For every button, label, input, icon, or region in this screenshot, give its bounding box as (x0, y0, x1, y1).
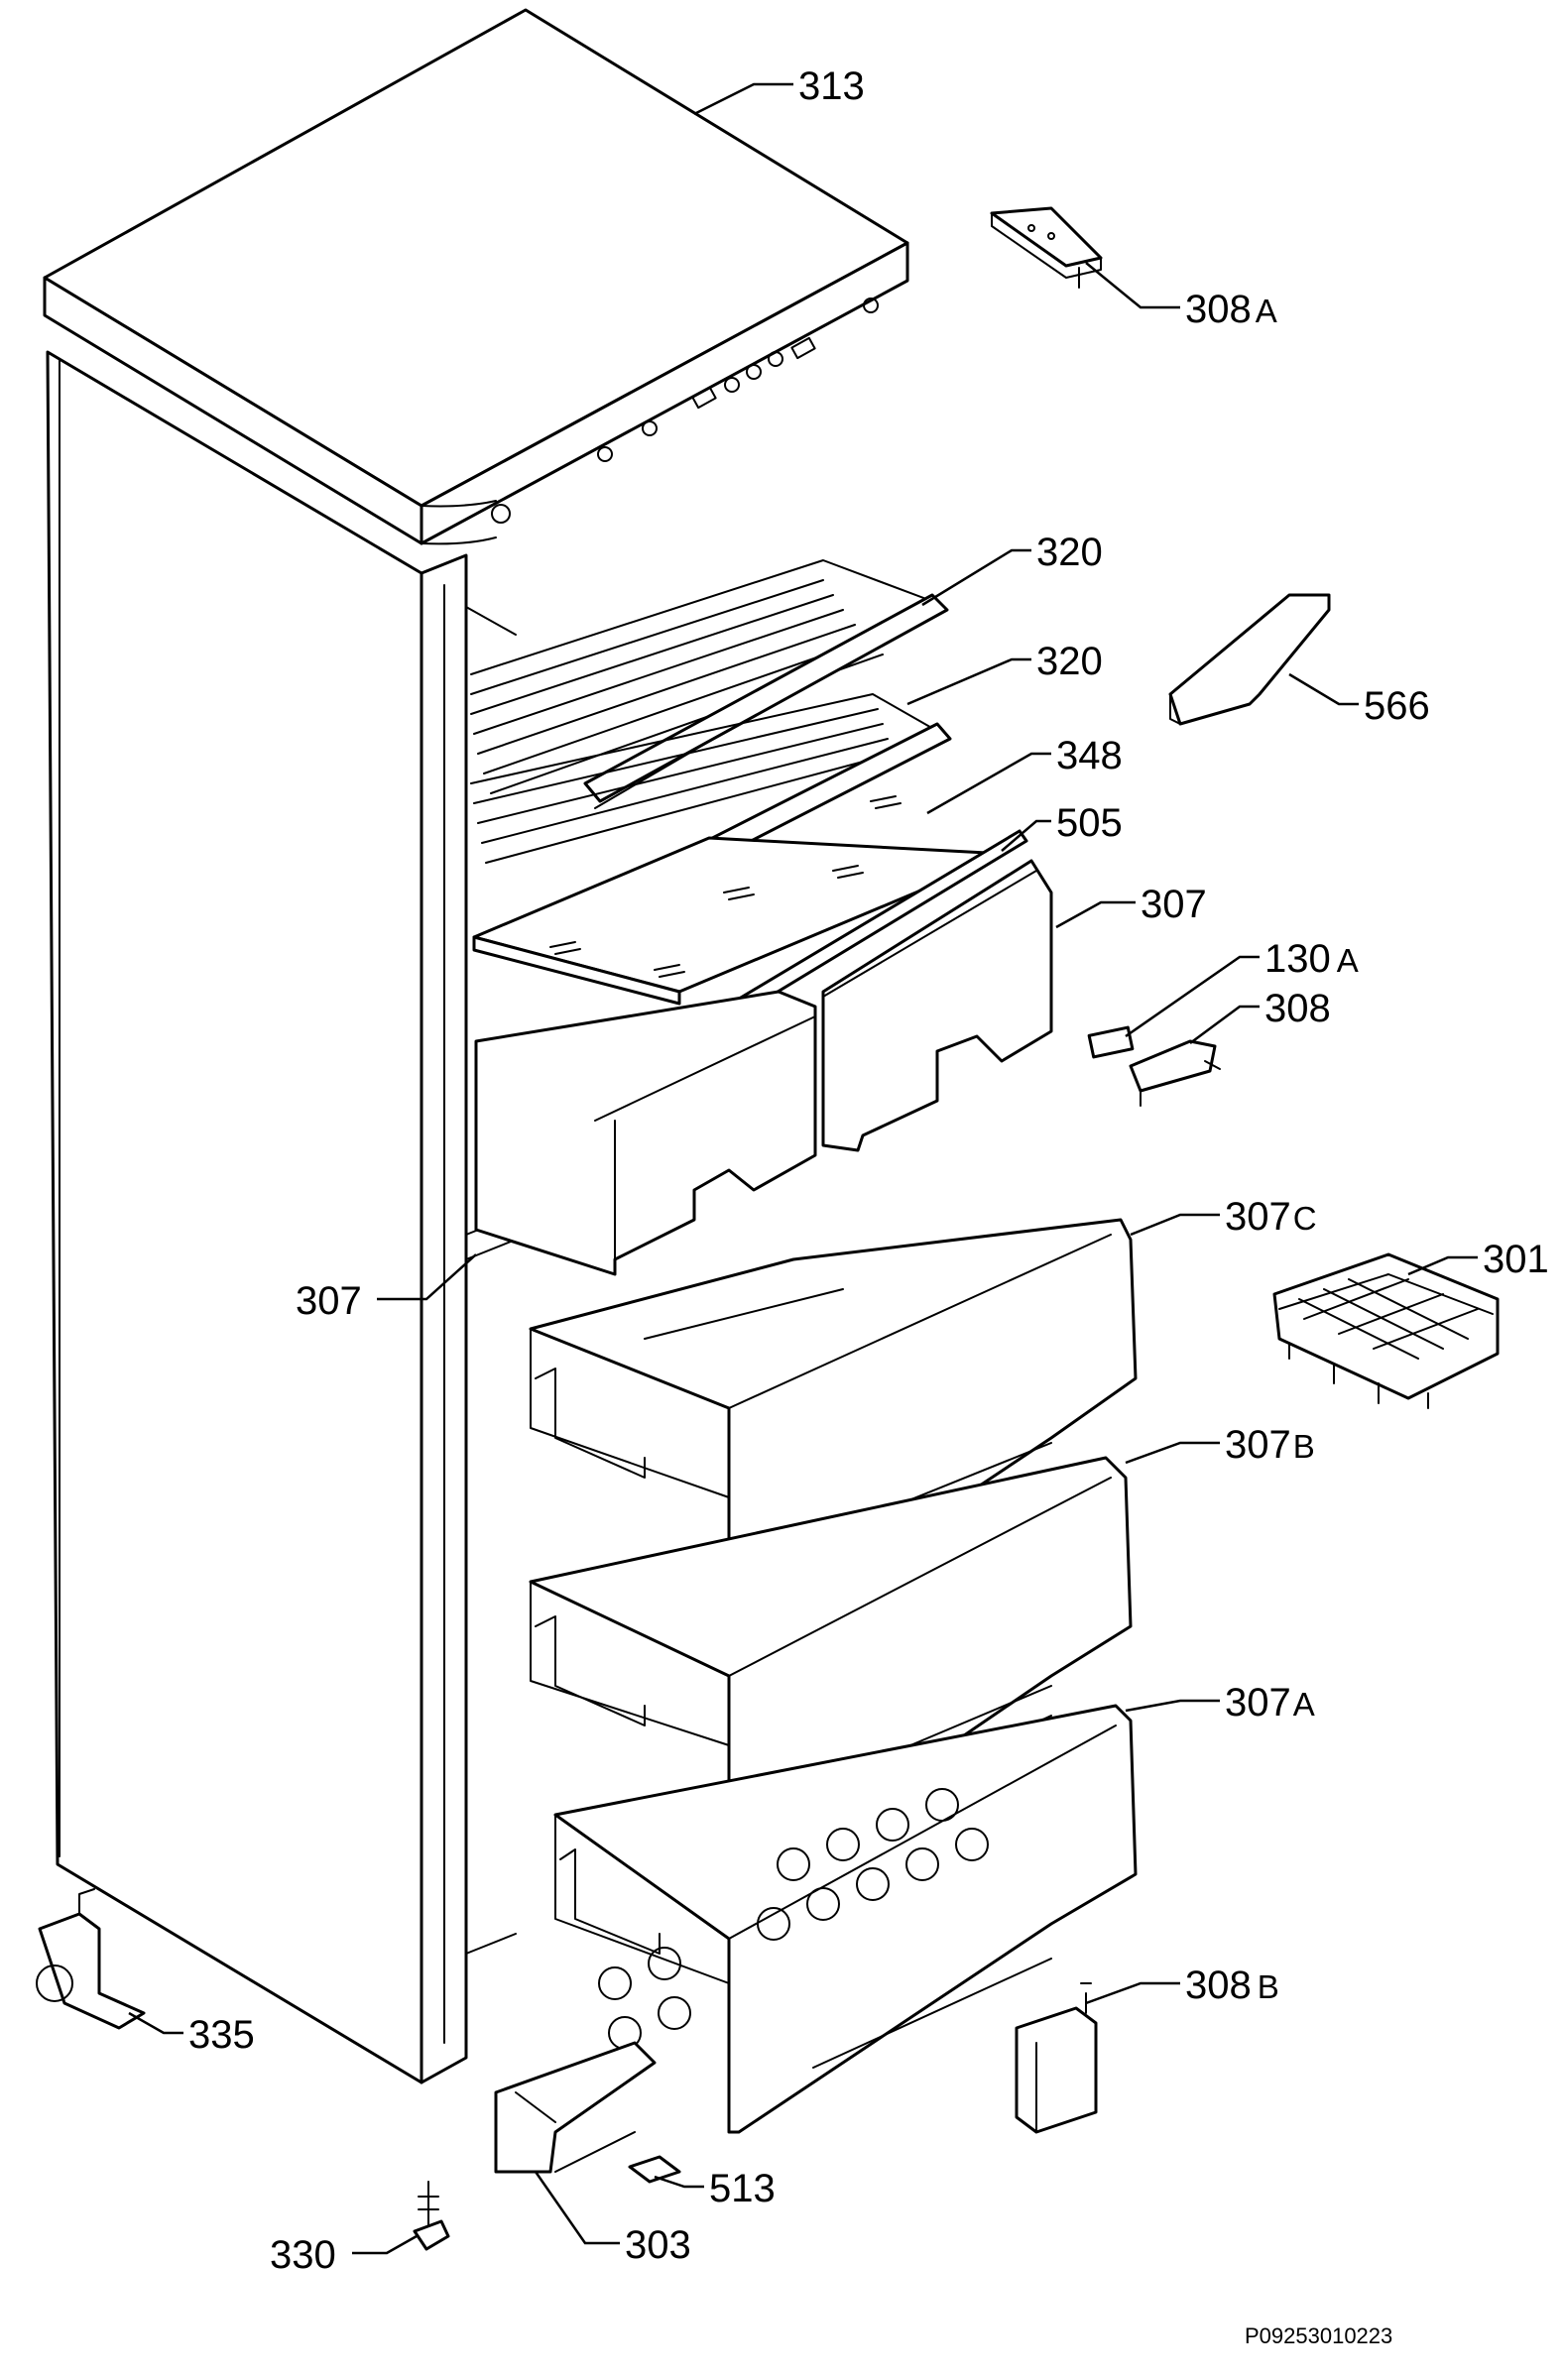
label-320-lower: 320 (1036, 640, 1103, 683)
kick-plate (494, 2041, 657, 2174)
foot-bracket (36, 1888, 146, 2030)
freezer-basket-right (821, 859, 1053, 1152)
label-307b: 307B (1225, 1423, 1315, 1467)
label-307-left: 307 (296, 1279, 362, 1323)
label-301: 301 (1483, 1238, 1549, 1281)
drawing-code: P09253010223 (1245, 2323, 1392, 2348)
handle-bracket (1168, 593, 1331, 726)
label-307-upper: 307 (1141, 883, 1207, 926)
label-330: 330 (270, 2233, 336, 2277)
freezer-basket-left (474, 990, 817, 1276)
label-307a: 307A (1225, 1681, 1315, 1725)
label-348: 348 (1056, 734, 1123, 777)
label-505: 505 (1056, 801, 1123, 845)
label-513: 513 (709, 2167, 776, 2210)
top-cover (43, 8, 909, 545)
small-cover (628, 2155, 681, 2184)
clip-small (1087, 1025, 1135, 1059)
leader-lines (128, 82, 1478, 2255)
ice-cube-tray (1272, 1252, 1500, 1409)
label-307c: 307C (1225, 1195, 1317, 1239)
label-308: 308 (1264, 987, 1331, 1030)
drawer-bottom (553, 1704, 1138, 2134)
hinge-middle (1129, 1039, 1221, 1107)
label-303: 303 (625, 2223, 691, 2267)
label-335: 335 (188, 2013, 255, 2057)
label-313: 313 (798, 64, 865, 108)
cabinet-body (46, 350, 517, 2084)
adjustable-foot (413, 2181, 450, 2251)
label-566: 566 (1364, 684, 1430, 728)
label-320-upper: 320 (1036, 531, 1103, 574)
hinge-bottom (1015, 1982, 1098, 2134)
hinge-top (990, 206, 1103, 289)
